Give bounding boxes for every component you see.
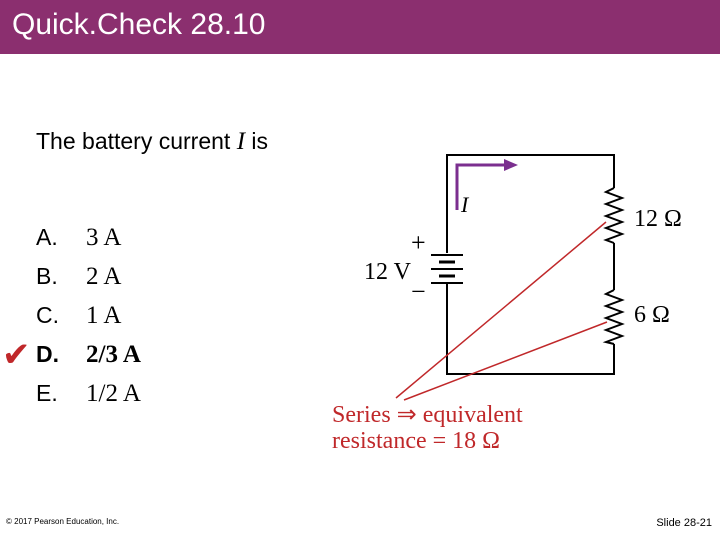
question-suffix: is: [245, 128, 269, 154]
choice-letter: B.: [36, 263, 58, 289]
question-variable: I: [236, 128, 246, 155]
choice-letter: D.: [36, 341, 59, 367]
battery-icon: [431, 254, 463, 284]
choice-value: 1/2 A: [86, 380, 141, 407]
question-prefix: The battery current: [36, 128, 237, 154]
choice-letter: C.: [36, 302, 59, 328]
choice-value: 1 A: [86, 302, 122, 329]
slide-title: Quick.Check 28.10: [12, 8, 266, 41]
annotation-line-1: Series ⇒ equivalent: [332, 402, 523, 428]
resistor-top-label: 12 Ω: [634, 206, 682, 232]
checkmark-icon: ✔: [2, 335, 31, 375]
annotation-line-2: resistance = 18 Ω: [332, 428, 500, 454]
copyright-text: © 2017 Pearson Education, Inc.: [6, 517, 120, 526]
choice-letter: A.: [36, 224, 58, 250]
current-label: I: [460, 192, 470, 217]
slide-number: Slide 28-21: [656, 517, 712, 529]
annotation-pointer-lines: [395, 221, 608, 401]
plus-sign: +: [411, 228, 426, 257]
wire-bottom: [446, 283, 615, 375]
wire-top: [446, 154, 615, 253]
choice-value: 2/3 A: [86, 341, 141, 368]
title-bar: Quick.Check 28.10: [0, 0, 720, 54]
minus-sign: −: [411, 277, 426, 306]
battery-label: 12 V: [364, 259, 412, 285]
resistor-12-ohm-icon: [603, 187, 625, 244]
choice-letter: E.: [36, 380, 58, 406]
choice-value: 2 A: [86, 263, 122, 290]
resistor-6-ohm-icon: [602, 289, 625, 345]
circuit-wires: [446, 154, 615, 375]
choice-value: 3 A: [86, 224, 122, 251]
current-arrow-icon: [455, 159, 518, 210]
resistor-bottom-label: 6 Ω: [634, 302, 670, 328]
question-text: The battery current I is: [36, 128, 268, 156]
